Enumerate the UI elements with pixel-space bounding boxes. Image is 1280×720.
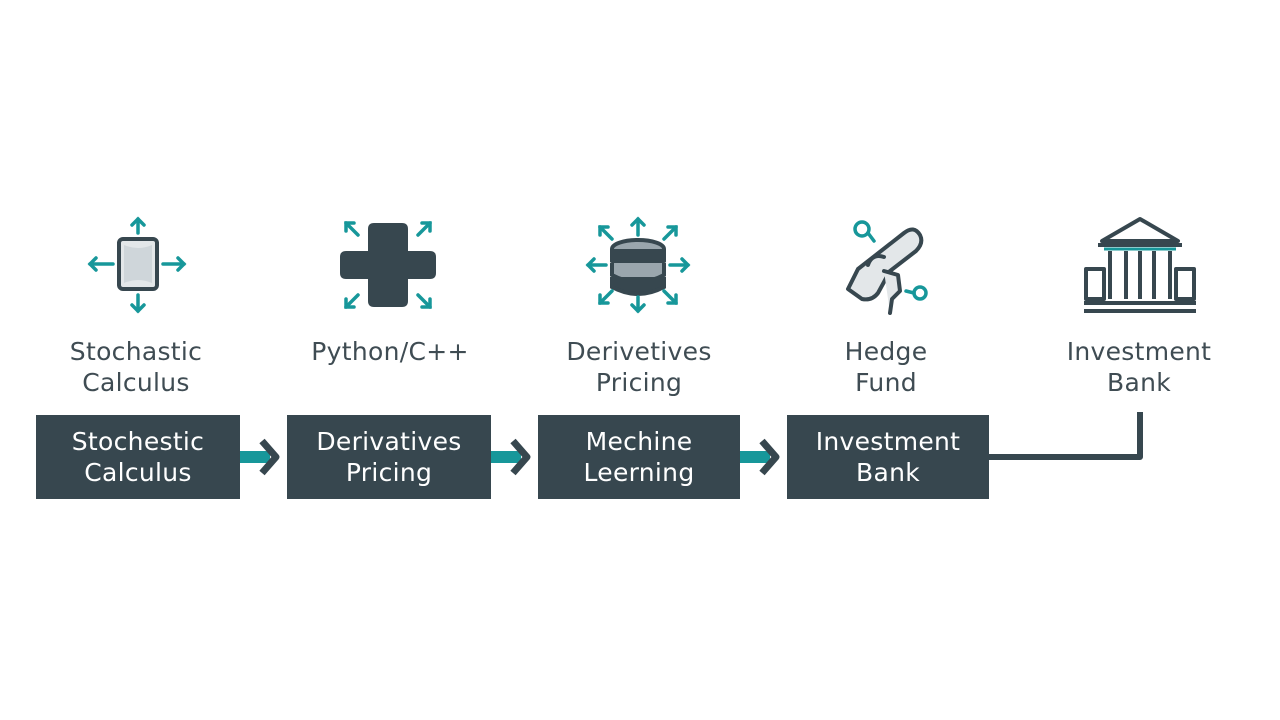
box-line: Derivatives — [316, 427, 462, 456]
label-line: Stochastic — [69, 337, 203, 366]
step-box-derivatives-pricing: Derivatives Pricing — [287, 415, 491, 499]
box-line: Calculus — [84, 458, 192, 487]
top-label-investment-bank: Investment Bank — [1029, 336, 1249, 398]
top-label-derivatives-pricing: Derivetives Pricing — [529, 336, 749, 398]
label-line: Pricing — [595, 368, 683, 397]
box-line: Mechine — [585, 427, 693, 456]
step-box-mechine-leerning: Mechine Leerning — [538, 415, 740, 499]
box-with-arrows-icon — [78, 205, 198, 325]
arrow-3 — [740, 438, 780, 476]
label-line: Derivetives — [566, 337, 712, 366]
connector-line-to-investment-bank — [989, 412, 1143, 460]
box-line: Investment — [815, 427, 961, 456]
box-line: Pricing — [345, 458, 433, 487]
label-line: Bank — [1107, 368, 1171, 397]
label-line: Python/C++ — [311, 337, 469, 366]
label-line: Fund — [855, 368, 917, 397]
top-label-stochastic-calculus: Stochastic Calculus — [26, 336, 246, 398]
arrow-2 — [491, 438, 531, 476]
label-line: Investment — [1066, 337, 1212, 366]
bank-building-icon — [1080, 205, 1200, 325]
box-line: Bank — [856, 458, 920, 487]
label-line: Hedge — [844, 337, 928, 366]
box-line: Stochestic — [71, 427, 205, 456]
label-line: Calculus — [82, 368, 190, 397]
plus-cross-icon — [328, 205, 448, 325]
top-label-python-cpp: Python/C++ — [280, 336, 500, 367]
top-label-hedge-fund: Hedge Fund — [776, 336, 996, 398]
step-box-investment-bank: Investment Bank — [787, 415, 989, 499]
arrow-1 — [240, 438, 280, 476]
step-box-stochestic-calculus: Stochestic Calculus — [36, 415, 240, 499]
hedge-hand-icon — [828, 205, 948, 325]
box-line: Leerning — [583, 458, 695, 487]
database-arrows-icon — [578, 205, 698, 325]
